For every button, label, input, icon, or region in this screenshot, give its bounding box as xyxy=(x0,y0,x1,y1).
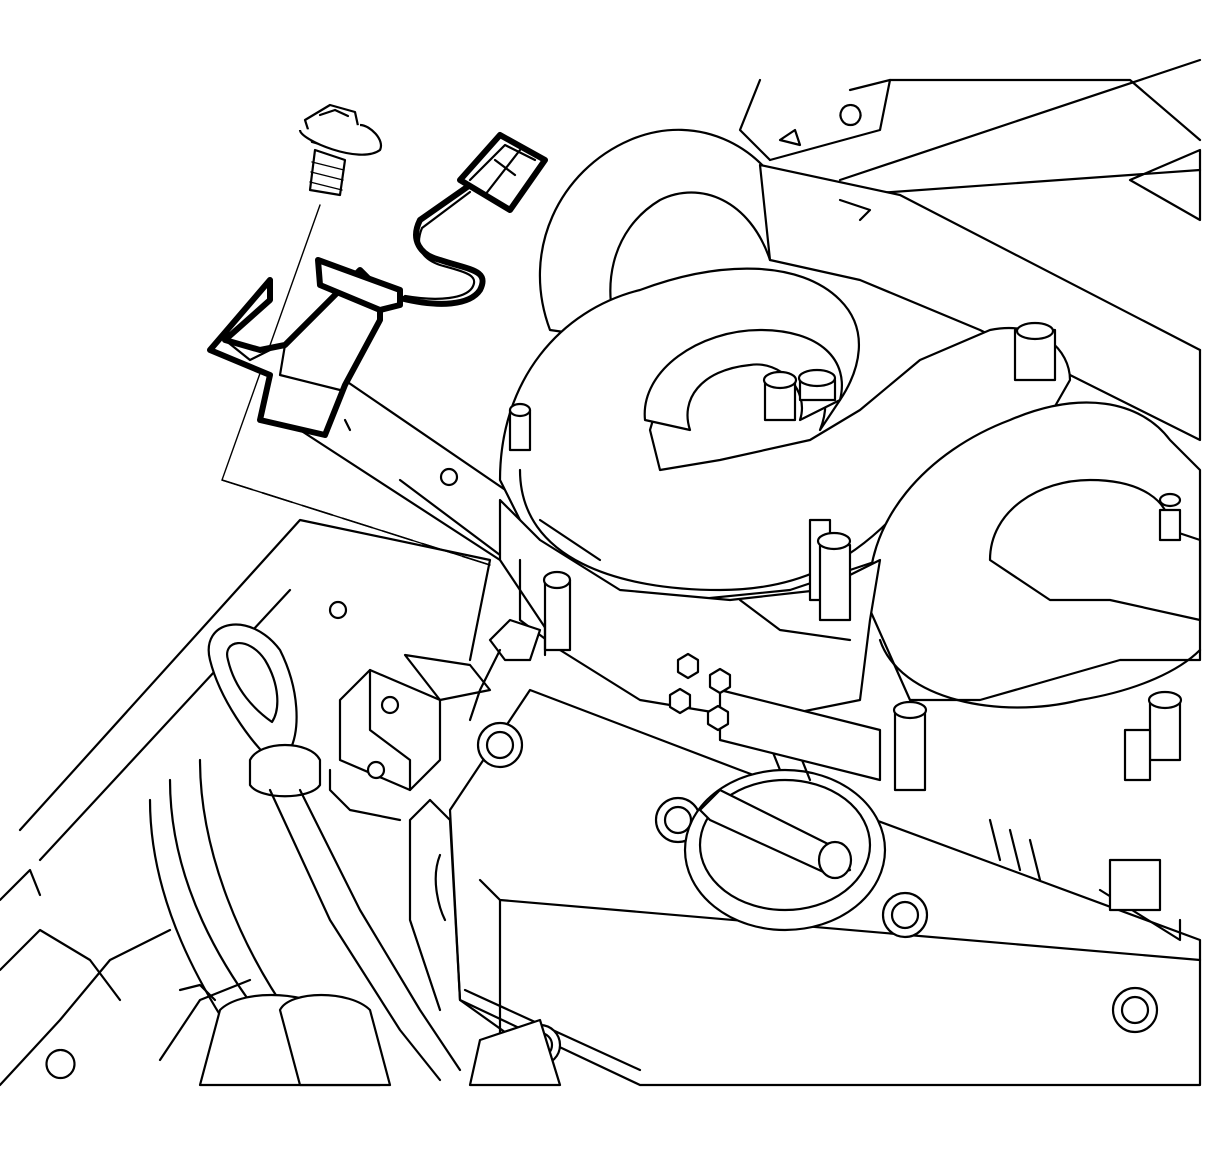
installed-connector xyxy=(468,618,547,722)
oil-dipstick xyxy=(148,623,462,1082)
intake-manifold xyxy=(498,128,1202,792)
oil-filler-cap xyxy=(683,768,887,932)
manifold-studs xyxy=(508,321,1183,792)
sensor-bolt xyxy=(298,103,383,197)
valve-cover xyxy=(408,652,1202,1087)
leader-lines xyxy=(221,204,491,566)
lower-engine-components xyxy=(158,978,562,1087)
bolt-sequence-tabs xyxy=(668,652,732,732)
camshaft-position-sensor xyxy=(207,132,548,438)
sensor-bracket xyxy=(328,653,492,822)
